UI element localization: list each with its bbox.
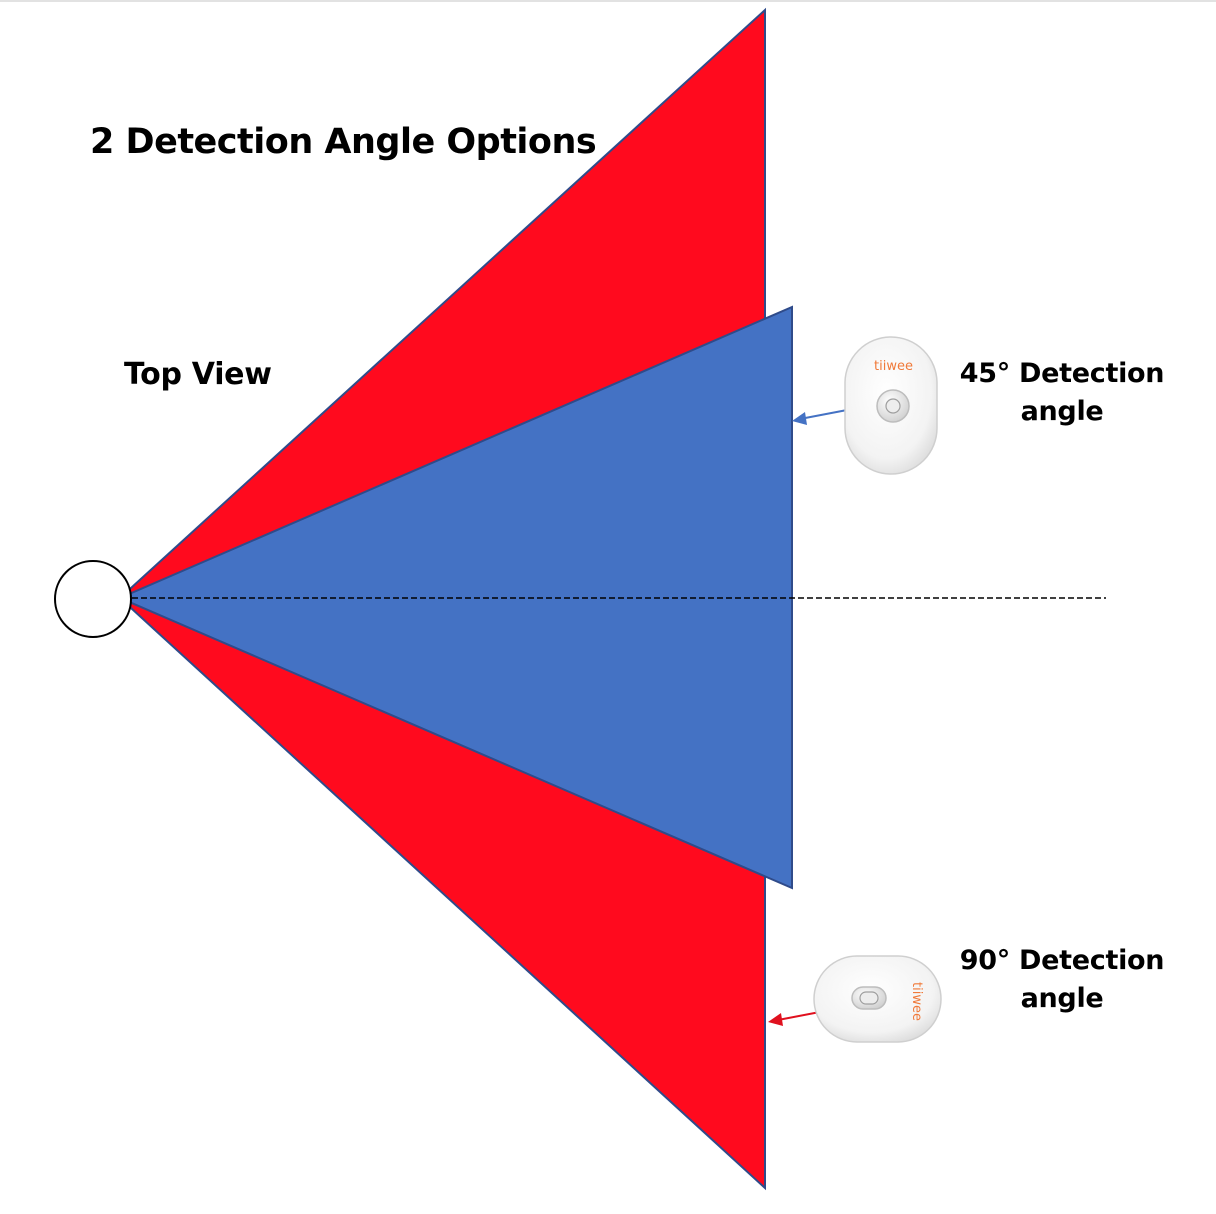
view-label: Top View [124, 357, 272, 392]
option-45-line2: angle [1020, 396, 1104, 427]
diagram-title: 2 Detection Angle Options [90, 122, 597, 162]
arrow-45-head [792, 412, 807, 425]
arrow-90-head [768, 1013, 783, 1026]
option-90-line2: angle [1020, 983, 1104, 1014]
option-45-label: 45° Detection angle [952, 355, 1172, 431]
option-90-line1: 90° Detection [959, 945, 1165, 976]
sensor-device-90: tiiwee [813, 955, 942, 1043]
sensor-origin-circle [54, 560, 132, 638]
sensor-device-45: tiiwee [844, 336, 938, 475]
device-45-brand: tiiwee [874, 359, 913, 374]
device-90-brand: tiiwee [909, 982, 924, 1021]
option-90-label: 90° Detection angle [952, 942, 1172, 1018]
option-45-line1: 45° Detection [959, 358, 1165, 389]
